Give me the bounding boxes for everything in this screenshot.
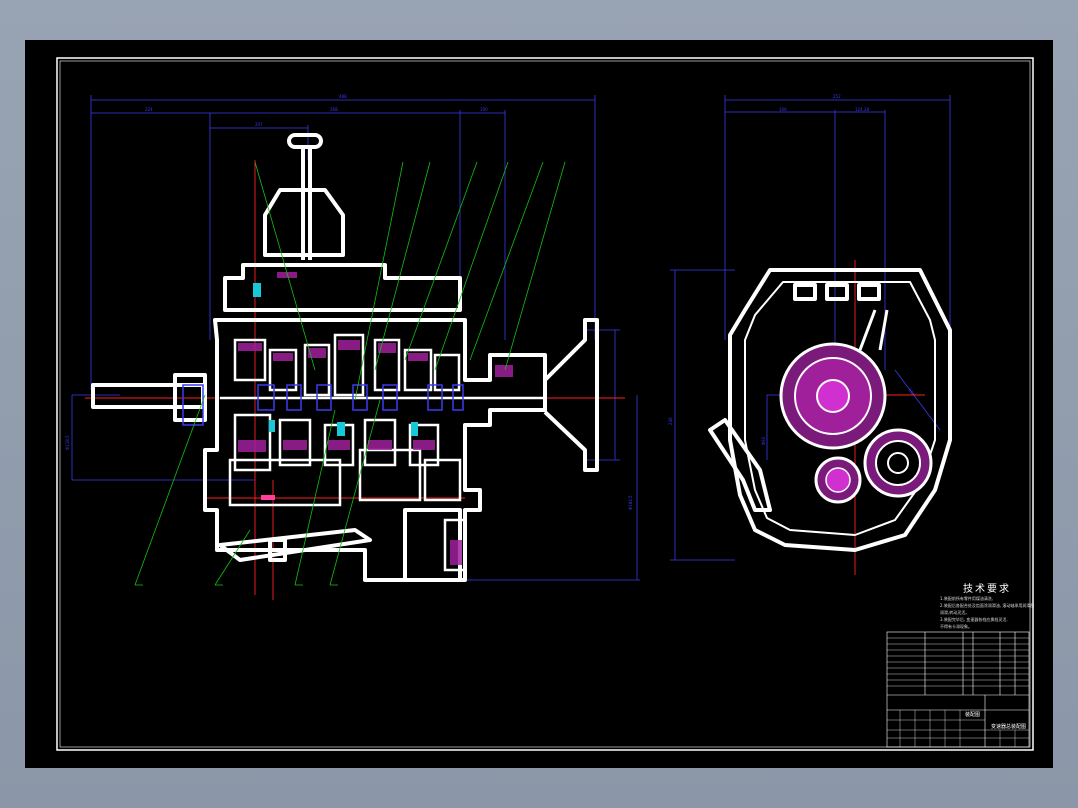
tech-requirement-line: 2.装配后各配合处及齿面涂润滑油, 滚动轴承用润滑脂 xyxy=(940,603,1035,608)
end-gears xyxy=(779,309,933,504)
svg-text:Φ92: Φ92 xyxy=(761,436,766,445)
svg-text:124.38: 124.38 xyxy=(855,107,869,112)
title-block-stamp: 装配图 xyxy=(965,711,980,718)
svg-text:224: 224 xyxy=(145,107,153,112)
end-housing-outline xyxy=(708,268,952,552)
tech-requirements-title: 技术要求 xyxy=(963,584,1011,595)
dimension-lines xyxy=(71,95,640,581)
svg-text:100: 100 xyxy=(480,107,488,112)
svg-text:106: 106 xyxy=(779,107,787,112)
svg-text:Φ184.5: Φ184.5 xyxy=(628,495,633,510)
svg-text:R58: R58 xyxy=(907,387,916,397)
tech-requirement-line: 不得有卡滞现象。 xyxy=(940,624,972,629)
svg-text:207: 207 xyxy=(255,122,263,127)
title-block xyxy=(886,631,1030,748)
leader-lines xyxy=(134,161,566,586)
cyan-details xyxy=(253,283,418,436)
housing-outline xyxy=(91,133,599,582)
svg-text:246: 246 xyxy=(668,417,673,425)
tech-requirement-line: 润滑,转动灵活。 xyxy=(940,610,970,615)
gear-hatching xyxy=(238,272,513,565)
svg-text:Φ118.5: Φ118.5 xyxy=(65,435,70,450)
title-block-name: 变速器总装配图 xyxy=(991,723,1026,730)
outer-border xyxy=(56,57,1034,751)
main-section-view: 488 224 268 100 207 Φ118.5 Φ184.5 xyxy=(65,94,640,600)
tech-requirement-line: 3.装配完毕后, 变速器各档应换档灵活, xyxy=(940,617,1008,622)
tech-requirement-line: 1.装配前所有零件用煤油清洗, xyxy=(940,596,994,601)
svg-text:488: 488 xyxy=(339,94,347,99)
svg-text:252: 252 xyxy=(833,94,841,99)
drawing-sheet: 488 224 268 100 207 Φ118.5 Φ184.5 xyxy=(25,40,1053,768)
cad-drawing-canvas: 488 224 268 100 207 Φ118.5 Φ184.5 xyxy=(56,57,1034,751)
svg-text:268: 268 xyxy=(330,107,338,112)
bearings xyxy=(182,384,464,426)
end-section-view: 252 106 124.38 246 Φ92 R58 xyxy=(668,94,952,575)
inner-border xyxy=(59,60,1031,748)
